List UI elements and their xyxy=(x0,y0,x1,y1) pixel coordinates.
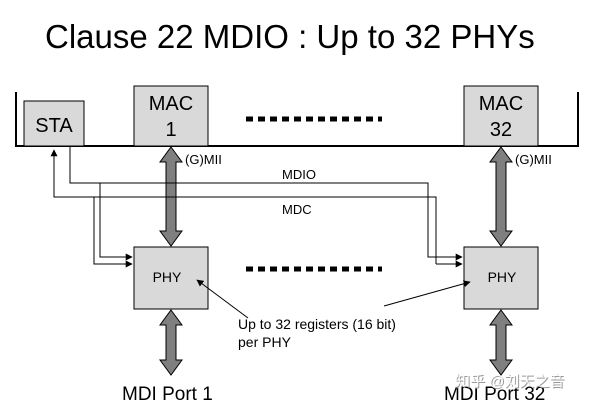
diagram-title: Clause 22 MDIO : Up to 32 PHYs xyxy=(45,18,535,55)
note-line-1: Up to 32 registers (16 bit) xyxy=(238,316,396,332)
mdi-port-32-label: MDI Port 32 xyxy=(444,384,545,405)
mac-1-label-line2: 1 xyxy=(165,119,176,141)
mac-32-label-line2: 32 xyxy=(490,119,512,141)
mac-32-label-line1: MAC xyxy=(479,93,523,115)
mac-1-box: MAC 1 xyxy=(133,85,209,147)
sta-label: STA xyxy=(35,115,73,137)
mdio-label: MDIO xyxy=(282,167,316,182)
system-bus-bracket xyxy=(15,92,579,147)
sta-box: STA xyxy=(23,100,85,147)
gmii-label-1: (G)MII xyxy=(185,152,222,167)
phy-1-box: PHY xyxy=(133,246,209,310)
mac-1-label-line1: MAC xyxy=(149,93,193,115)
note-pointer-phy-32 xyxy=(383,280,471,307)
mdc-line xyxy=(50,149,463,268)
gmii-label-32: (G)MII xyxy=(515,152,552,167)
phy-32-label: PHY xyxy=(488,269,517,285)
watermark-shadow: 知乎 @刘天之音 xyxy=(456,374,565,391)
mdi-port-1-label: MDI Port 1 xyxy=(122,384,213,405)
phy-32-box: PHY xyxy=(463,246,539,310)
mac-32-box: MAC 32 xyxy=(463,85,539,147)
phy-1-label: PHY xyxy=(153,269,182,285)
mdio-line xyxy=(69,146,463,261)
mdi-arrow-1 xyxy=(159,309,183,376)
gmii-arrow-32 xyxy=(489,146,513,247)
watermark: 知乎 @刘天之音 xyxy=(455,373,564,390)
mdi-arrow-32 xyxy=(489,309,513,376)
mdc-label: MDC xyxy=(282,202,312,217)
note-line-2: per PHY xyxy=(238,334,292,350)
note-pointer-phy-1 xyxy=(196,279,249,319)
